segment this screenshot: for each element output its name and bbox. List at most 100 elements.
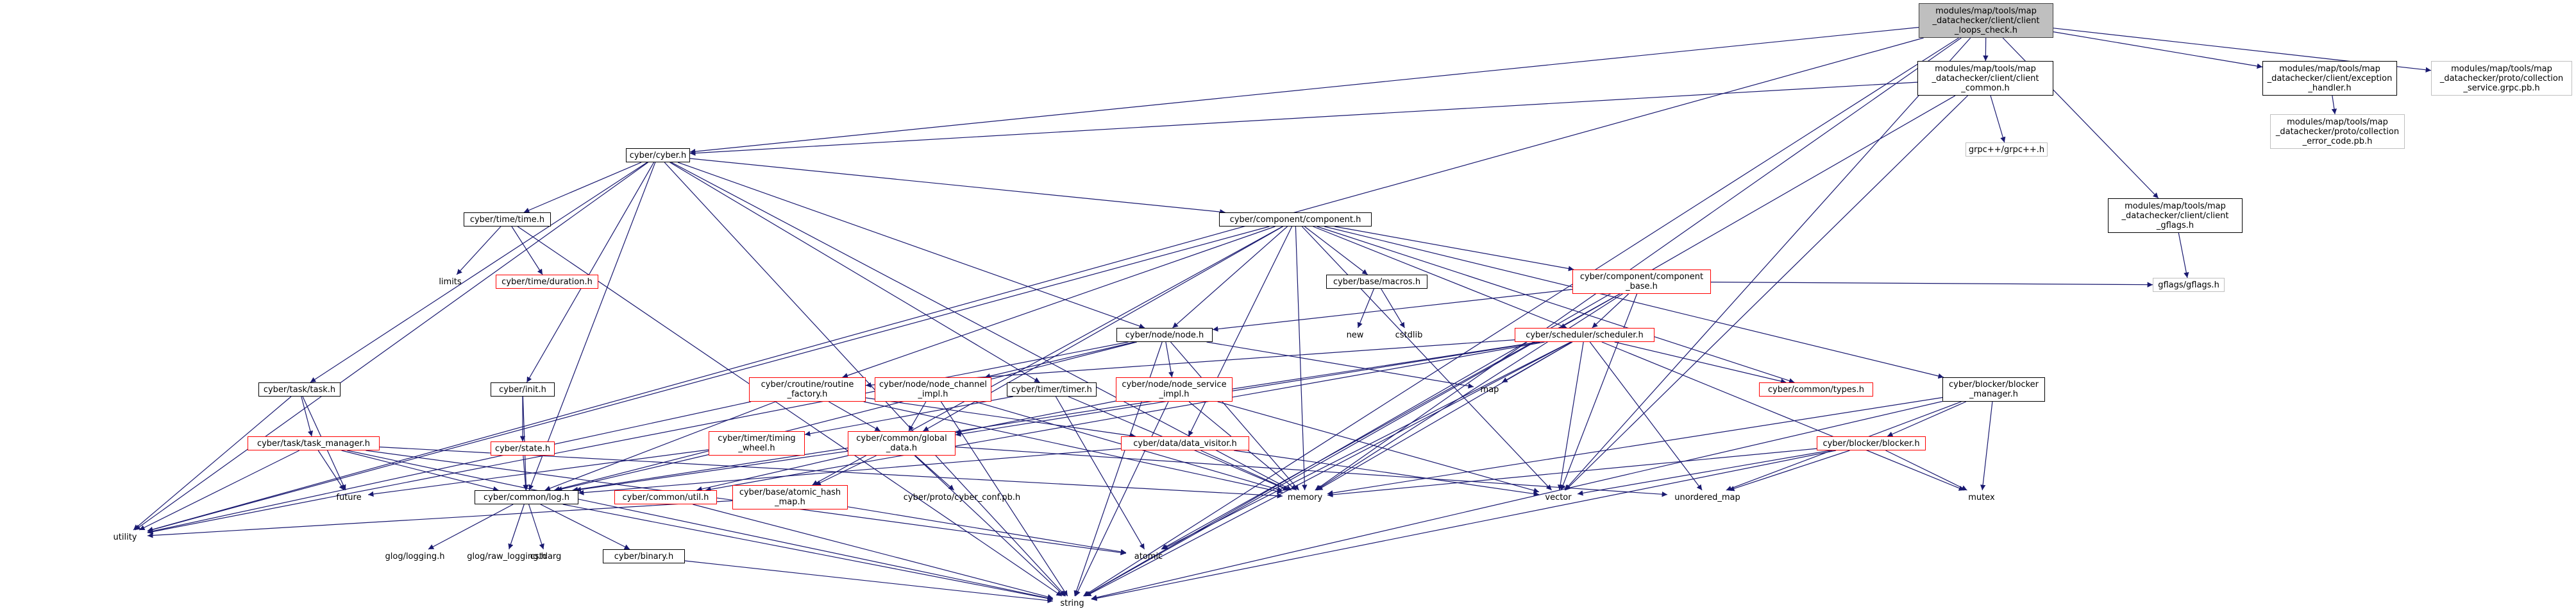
node-state[interactable]: cyber/state.h xyxy=(491,441,555,456)
edge-node-to-node-channel-impl xyxy=(984,341,1135,379)
edge-component-to-component-base xyxy=(1334,226,1574,271)
edge-cyber-to-task xyxy=(310,162,648,383)
node-cstdarg[interactable]: cstdarg xyxy=(523,549,568,563)
node-vector[interactable]: vector xyxy=(1539,490,1578,504)
node-node-service-impl[interactable]: cyber/node/node_service_impl.h xyxy=(1116,377,1233,402)
node-utility[interactable]: utility xyxy=(103,530,147,544)
edge-blocker-to-unordered-map xyxy=(1728,450,1850,492)
edge-scheduler-to-global-data xyxy=(955,341,1540,437)
node-label-line: cyber/binary.h xyxy=(614,551,674,561)
node-label-line: cyber/blocker/blocker.h xyxy=(1823,438,1920,449)
edge-component-to-memory xyxy=(1295,226,1308,491)
edge-component-base-to-gflags xyxy=(1710,282,2153,287)
node-global-data[interactable]: cyber/common/global_data.h xyxy=(848,431,955,456)
node-label-line: _map.h xyxy=(775,497,805,507)
node-label-line: memory xyxy=(1287,492,1323,502)
node-node-channel-impl[interactable]: cyber/node/node_channel_impl.h xyxy=(875,377,991,402)
edge-blocker-manager-to-string xyxy=(1091,400,1943,601)
node-string[interactable]: string xyxy=(1053,596,1091,610)
node-exception-handler[interactable]: modules/map/tools/map_datachecker/client… xyxy=(2262,61,2397,96)
node-label-line: unordered_map xyxy=(1674,492,1740,502)
node-label-line: modules/map/tools/map xyxy=(1935,6,2037,16)
edge-node-to-memory xyxy=(1170,341,1299,491)
node-atomic[interactable]: atomic xyxy=(1126,549,1171,563)
edge-macros-to-cstdlib xyxy=(1381,288,1405,329)
edge-data-visitor-to-log xyxy=(578,448,1122,495)
node-duration[interactable]: cyber/time/duration.h xyxy=(496,275,598,289)
node-timer[interactable]: cyber/timer/timer.h xyxy=(1007,382,1097,397)
edge-component-base-to-scheduler xyxy=(1592,293,1629,329)
node-cstdlib[interactable]: cstdlib xyxy=(1386,328,1431,342)
node-grpcpp[interactable]: grpc++/grpc++.h xyxy=(1966,142,2048,157)
node-limits[interactable]: limits xyxy=(428,275,473,289)
edge-blocker-manager-to-memory xyxy=(1327,397,1943,496)
edge-global-data-to-log xyxy=(575,450,848,492)
node-macros[interactable]: cyber/base/macros.h xyxy=(1326,275,1427,289)
node-glog-raw-logging[interactable]: glog/raw_logging.h xyxy=(458,549,555,563)
edge-cyber-to-time xyxy=(523,162,642,213)
node-glog-logging[interactable]: glog/logging.h xyxy=(375,549,455,563)
node-util[interactable]: cyber/common/util.h xyxy=(614,490,717,504)
edge-log-to-binary xyxy=(540,504,630,550)
node-label-line: cyber/cyber.h xyxy=(629,150,687,160)
node-data-visitor[interactable]: cyber/data/data_visitor.h xyxy=(1121,436,1249,450)
edge-cyber-to-memory xyxy=(671,162,1292,491)
node-timing-wheel[interactable]: cyber/timer/timing_wheel.h xyxy=(709,431,805,456)
edge-task-to-task-manager xyxy=(301,396,314,437)
node-component-base[interactable]: cyber/component/component_base.h xyxy=(1572,270,1711,294)
node-label-line: _data.h xyxy=(886,443,918,453)
node-label-line: _common.h xyxy=(1961,83,2010,93)
edge-blocker-to-memory xyxy=(1327,448,1817,498)
node-client-common[interactable]: modules/map/tools/map_datachecker/client… xyxy=(1917,61,2053,96)
node-label-line: cyber/state.h xyxy=(494,443,551,454)
edge-scheduler-to-types xyxy=(1614,341,1787,384)
node-binary[interactable]: cyber/binary.h xyxy=(603,549,685,563)
node-label-line: utility xyxy=(113,532,137,542)
edge-global-data-to-cyber-conf xyxy=(914,455,955,491)
edge-blocker-to-vector xyxy=(1577,450,1831,496)
edge-node-channel-impl-to-string xyxy=(940,401,1068,597)
node-task[interactable]: cyber/task/task.h xyxy=(258,382,341,397)
node-new[interactable]: new xyxy=(1339,328,1371,342)
edge-log-to-glog-raw-logging xyxy=(508,504,525,550)
node-collection-error-code[interactable]: modules/map/tools/map_datachecker/proto/… xyxy=(2270,114,2405,149)
node-label-line: _datachecker/proto/collection xyxy=(2439,73,2564,83)
node-component[interactable]: cyber/component/component.h xyxy=(1219,212,1372,227)
edge-routine-factory-to-memory xyxy=(863,401,1283,494)
node-cyber[interactable]: cyber/cyber.h xyxy=(626,148,690,162)
node-future[interactable]: future xyxy=(330,490,368,504)
edge-blocker-to-string xyxy=(1091,450,1837,601)
node-task-manager[interactable]: cyber/task/task_manager.h xyxy=(248,436,380,450)
node-blocker[interactable]: cyber/blocker/blocker.h xyxy=(1817,436,1926,450)
node-cyber-conf[interactable]: cyber/proto/cyber_conf.pb.h xyxy=(898,490,1026,504)
node-types[interactable]: cyber/common/types.h xyxy=(1759,382,1873,397)
node-init[interactable]: cyber/init.h xyxy=(491,382,555,397)
node-label-line: modules/map/tools/map xyxy=(2451,64,2552,74)
node-node[interactable]: cyber/node/node.h xyxy=(1116,328,1213,342)
node-map[interactable]: map xyxy=(1474,382,1506,397)
edge-task-manager-to-log xyxy=(341,450,499,492)
node-label-line: limits xyxy=(439,277,462,287)
node-label-line: _impl.h xyxy=(918,389,948,399)
node-label-line: vector xyxy=(1545,492,1572,502)
node-unordered-map[interactable]: unordered_map xyxy=(1667,490,1747,504)
node-label-line: _datachecker/client/exception xyxy=(2267,73,2393,83)
node-label-line: _error_code.pb.h xyxy=(2302,136,2373,146)
node-label-line: cyber/data/data_visitor.h xyxy=(1133,438,1237,449)
node-client-gflags[interactable]: modules/map/tools/map_datachecker/client… xyxy=(2108,198,2243,233)
node-collection-service[interactable]: modules/map/tools/map_datachecker/proto/… xyxy=(2431,61,2572,96)
node-scheduler[interactable]: cyber/scheduler/scheduler.h xyxy=(1515,328,1654,342)
node-mutex[interactable]: mutex xyxy=(1962,490,2001,504)
edge-root-to-vector xyxy=(1564,37,1971,491)
node-log[interactable]: cyber/common/log.h xyxy=(475,490,578,504)
node-gflags[interactable]: gflags/gflags.h xyxy=(2153,278,2225,292)
node-memory[interactable]: memory xyxy=(1283,490,1327,504)
edge-cyber-to-timer xyxy=(669,162,1040,383)
node-routine-factory[interactable]: cyber/croutine/routine_factory.h xyxy=(749,377,866,402)
edge-component-to-node xyxy=(1172,226,1288,329)
node-root[interactable]: modules/map/tools/map_datachecker/client… xyxy=(1919,3,2053,38)
node-time[interactable]: cyber/time/time.h xyxy=(464,212,551,227)
node-atomic-hash-map[interactable]: cyber/base/atomic_hash_map.h xyxy=(732,485,848,509)
node-blocker-manager[interactable]: cyber/blocker/blocker_manager.h xyxy=(1942,377,2045,402)
edge-global-data-to-atomic-hash-map xyxy=(815,455,877,486)
